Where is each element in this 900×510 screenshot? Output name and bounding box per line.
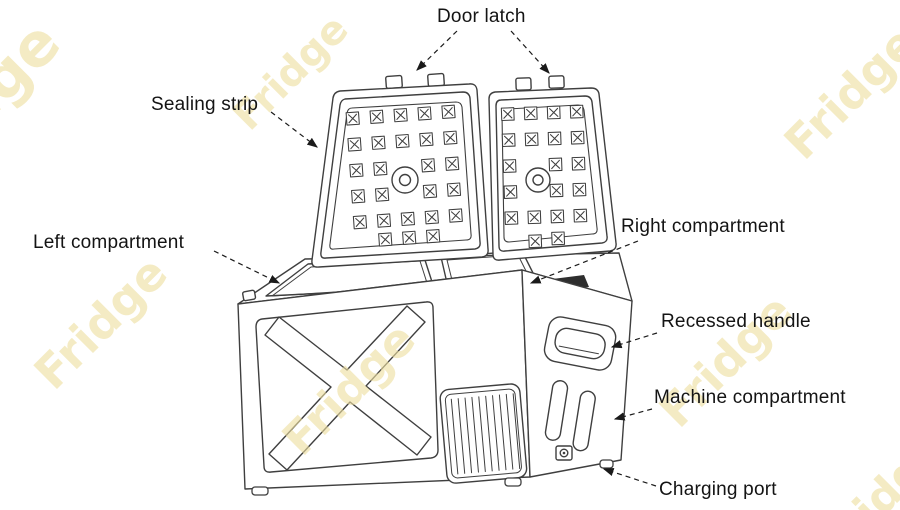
machine-vent-slots <box>544 380 596 452</box>
sealing-strip-right <box>495 95 608 252</box>
recessed-handle-part <box>543 316 617 371</box>
callout-arrows <box>213 30 658 487</box>
label-machine-compartment: Machine compartment <box>654 387 846 408</box>
body-front <box>237 269 531 490</box>
label-left-compartment: Left compartment <box>33 232 185 253</box>
watermark-text: Fridge <box>774 16 900 170</box>
lid-catch <box>242 289 257 302</box>
right-face <box>521 269 633 478</box>
door-latch-left-tabs <box>385 72 445 90</box>
sealing-strip-left <box>320 91 481 259</box>
vent-grille <box>439 383 528 484</box>
left-lid-panel <box>329 101 472 250</box>
label-recessed-handle: Recessed handle <box>661 311 811 332</box>
right-lid-seal-dots <box>500 104 588 249</box>
front-x-brace <box>264 305 432 471</box>
door-latch-right-tabs <box>515 75 565 91</box>
watermark-text: Fridge <box>809 423 900 510</box>
label-right-compartment: Right compartment <box>621 216 785 237</box>
arrow-left-compartment <box>213 250 281 284</box>
arrow-machine-compartment <box>613 408 653 421</box>
watermark-text: Fridge <box>0 7 74 208</box>
arrow-door-latch-left <box>416 30 458 71</box>
arrow-sealing-strip <box>270 111 318 148</box>
feet <box>251 459 614 496</box>
charging-port-part <box>555 445 573 461</box>
front-panel-border <box>255 301 439 473</box>
body-right <box>521 269 633 478</box>
arrow-door-latch-right <box>510 30 550 74</box>
watermark-text: Fridge <box>649 284 803 438</box>
label-door-latch: Door latch <box>437 6 526 27</box>
left-lid-seal-dots <box>345 104 463 247</box>
left-lid <box>311 72 489 268</box>
label-sealing-strip: Sealing strip <box>151 94 259 115</box>
watermark-text: Fridge <box>24 246 178 400</box>
arrow-recessed-handle <box>610 332 658 349</box>
arrow-charging-port <box>602 467 657 487</box>
arrow-right-compartment <box>529 240 639 284</box>
right-lid <box>488 75 617 261</box>
label-charging-port: Charging port <box>659 479 777 500</box>
